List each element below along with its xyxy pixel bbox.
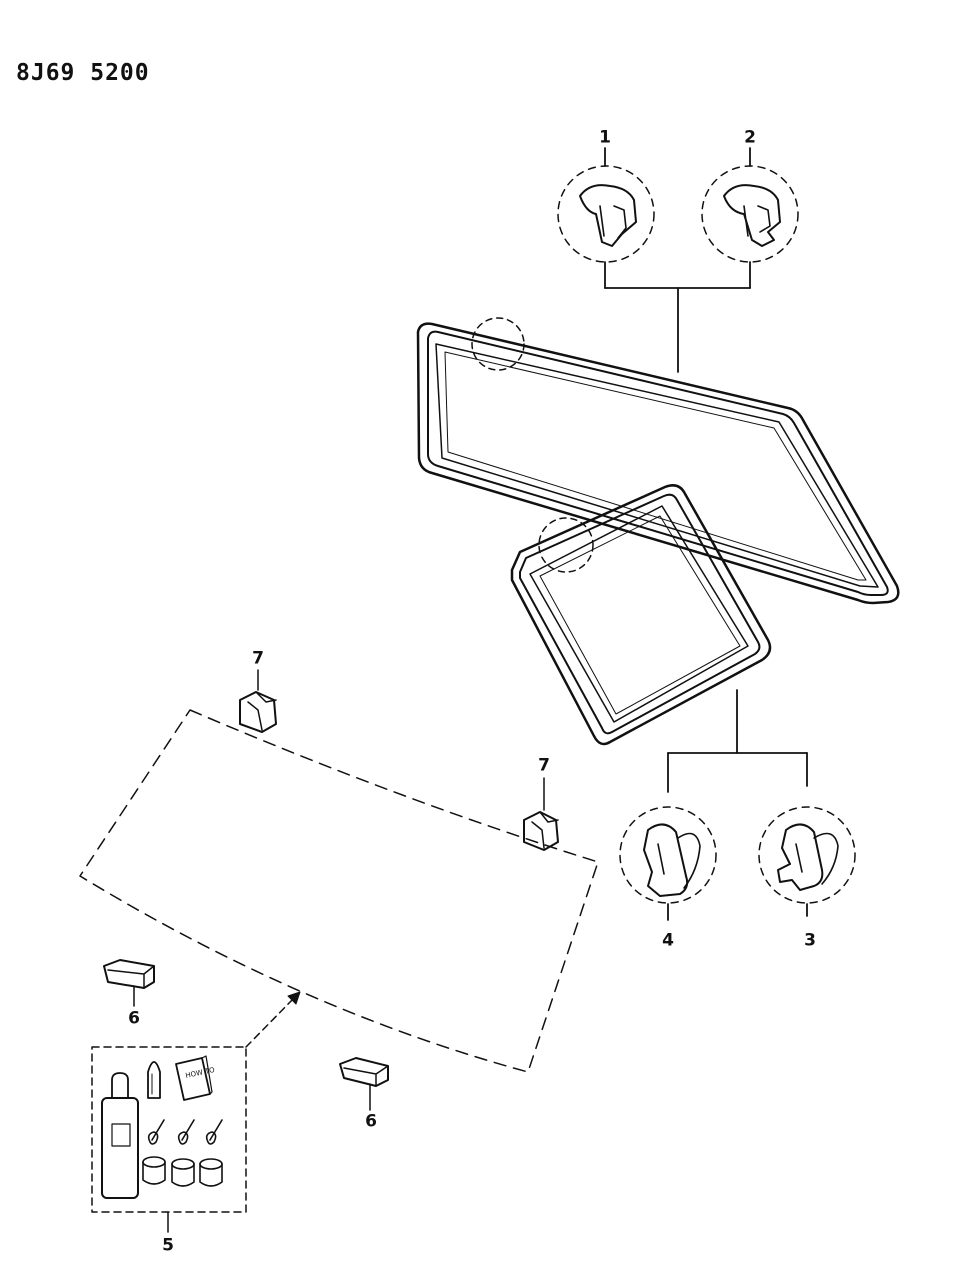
detail-profile-3 bbox=[759, 807, 855, 903]
nozzle bbox=[148, 1062, 160, 1098]
callout-5: 5 bbox=[162, 1235, 174, 1256]
callout-7a: 7 bbox=[252, 648, 264, 669]
drawing-code: 8J69 5200 bbox=[16, 60, 150, 86]
detail-circle-lower bbox=[539, 518, 593, 572]
callout-2: 2 bbox=[744, 127, 756, 148]
callout-1: 1 bbox=[599, 127, 611, 148]
primer-jars bbox=[143, 1157, 222, 1186]
kit-box bbox=[92, 1047, 246, 1212]
spacer-block-6-left bbox=[104, 960, 154, 1006]
detail-profile-1 bbox=[558, 166, 654, 262]
callout-4: 4 bbox=[662, 930, 674, 951]
urethane-tube bbox=[102, 1073, 138, 1198]
callout-6b: 6 bbox=[365, 1111, 377, 1132]
instruction-booklet bbox=[176, 1056, 212, 1100]
leader-lines-1-2 bbox=[605, 148, 750, 372]
callout-6a: 6 bbox=[128, 1008, 140, 1029]
vent-window-weatherstrip bbox=[512, 485, 770, 744]
glass-outline-dashed bbox=[80, 710, 598, 1072]
rear-window-weatherstrip bbox=[418, 324, 898, 603]
booklet-label: HOW TO bbox=[185, 1066, 216, 1080]
detail-profile-4 bbox=[620, 807, 716, 903]
spacer-block-6-right bbox=[340, 1058, 388, 1110]
leader-lines-3-4 bbox=[668, 690, 807, 920]
callout-3: 3 bbox=[804, 930, 816, 951]
applicator-swabs bbox=[149, 1120, 222, 1144]
detail-circle-upper bbox=[472, 318, 524, 370]
callout-7b: 7 bbox=[538, 755, 550, 776]
kit-arrow bbox=[246, 992, 300, 1047]
clip-part-7-right bbox=[524, 778, 558, 850]
clip-part-7-left bbox=[240, 670, 276, 732]
detail-profile-2 bbox=[702, 166, 798, 262]
